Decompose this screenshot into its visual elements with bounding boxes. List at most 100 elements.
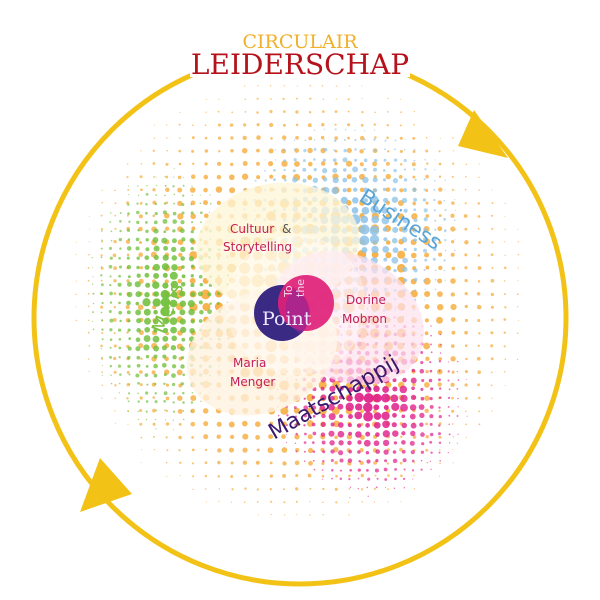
halftone-dot [144,373,149,377]
halftone-dot [425,201,429,205]
halftone-dot [321,469,324,471]
halftone-dot [450,226,456,232]
storytelling-label: Storytelling [223,240,292,254]
halftone-dot [424,299,426,301]
halftone-dot [410,394,417,401]
halftone-dot [204,124,207,127]
halftone-dot [433,188,436,191]
halftone-dot [164,226,170,231]
halftone-dot [166,449,169,452]
halftone-dot [452,150,454,152]
halftone-dot [430,451,433,454]
halftone-dot [447,451,449,454]
halftone-dot [179,461,182,465]
halftone-dot [308,110,312,114]
halftone-dot [109,275,112,278]
halftone-dot [135,291,142,298]
halftone-dot [448,442,451,444]
halftone-dot [282,97,285,101]
halftone-dot [170,345,177,351]
halftone-dot [357,487,360,490]
halftone-dot [242,433,249,440]
halftone-dot [181,265,185,269]
halftone-dot [137,400,140,403]
halftone-dot [109,318,114,323]
halftone-dot [369,234,380,245]
halftone-dot [307,147,313,154]
halftone-dot [424,168,427,171]
halftone-dot [320,135,325,140]
halftone-dot [397,250,406,259]
halftone-dot [181,274,186,279]
halftone-dot [100,357,104,360]
halftone-dot [464,202,467,205]
halftone-dot [172,401,175,404]
halftone-dot [136,318,142,324]
halftone-dot [465,423,467,426]
halftone-dot [443,259,446,262]
halftone-dot [359,162,364,167]
halftone-dot [181,211,185,215]
halftone-dot [429,404,434,409]
halftone-dot [202,200,209,206]
halftone-dot [375,459,379,463]
halftone-dot [182,410,185,412]
halftone-dot [374,149,377,152]
halftone-dot [182,373,186,377]
halftone-dot [269,174,274,179]
halftone-dot [342,188,347,193]
halftone-dot [108,264,113,269]
halftone-dot [269,474,273,478]
halftone-dot [464,279,468,283]
halftone-dot [339,386,344,391]
halftone-dot [434,269,437,272]
halftone-dot [329,385,336,392]
halftone-dot [241,147,248,154]
halftone-dot [114,397,116,399]
halftone-dot [137,229,140,232]
logo-point: Point [262,308,312,330]
halftone-dot [503,280,506,282]
halftone-dot [490,214,493,217]
halftone-dot [375,486,378,489]
halftone-dot [438,406,441,409]
halftone-dot [373,129,376,131]
halftone-dot [354,138,357,141]
halftone-dot [244,111,247,113]
halftone-dot [191,124,194,127]
halftone-dot [420,459,423,462]
halftone-dot [491,241,494,244]
halftone-dot [181,337,186,342]
halftone-dot [438,162,442,166]
halftone-dot [452,436,454,438]
halftone-dot [337,430,345,438]
halftone-dot [321,478,323,480]
halftone-dot [409,404,417,411]
halftone-dot [136,273,141,278]
halftone-dot [264,169,266,172]
halftone-dot [478,163,480,165]
halftone-dot [490,331,494,335]
halftone-dot [118,237,123,242]
halftone-dot [448,388,451,391]
halftone-dot [308,161,313,167]
halftone-dot [348,85,351,87]
halftone-dot [172,419,175,422]
halftone-dot [451,330,456,335]
halftone-dot [450,292,455,297]
halftone-dot [146,185,148,187]
halftone-dot [208,211,211,214]
halftone-dot [144,326,151,333]
halftone-dot [154,382,157,386]
halftone-dot [413,218,418,223]
halftone-dot [391,196,399,203]
halftone-dot [392,458,398,464]
halftone-dot [177,200,183,207]
title-line-circulair: CIRCULAIR [242,31,358,53]
halftone-dot [113,266,117,270]
halftone-dot [92,292,95,295]
halftone-dot [342,177,348,183]
halftone-dot [443,217,447,221]
halftone-dot [429,396,433,401]
halftone-dot [439,137,441,139]
